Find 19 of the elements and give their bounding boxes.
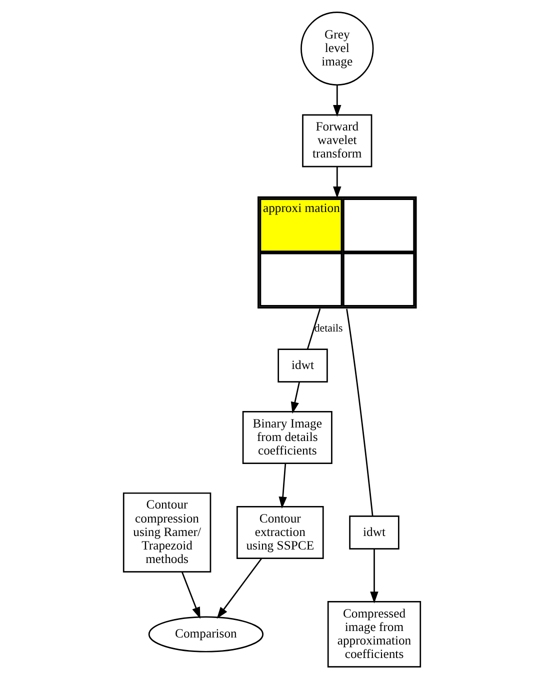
node-box: Forward wavelet transform [302,114,372,168]
arrow [278,463,287,509]
arrow [370,549,378,604]
arrow [216,558,262,619]
node-ellipse: Comparison [148,616,264,652]
node-box: idwt [278,348,328,383]
edge-label: details [314,322,343,335]
node-box: Binary Image from details coefficients [242,411,332,464]
node-box: Compressed image from approximation coefficients [327,601,422,668]
node-box: Contour extraction using SSPCE [236,506,324,559]
connector [306,308,321,350]
node-box: idwt [349,516,400,550]
connector [346,308,374,516]
arrow [290,382,300,414]
node-box: Contour compression using Ramer/ Trapezoid methods [122,492,212,573]
arrow [333,166,342,198]
node-circle: Grey level image [300,12,374,86]
arrow [333,85,342,117]
arrow [181,572,200,619]
